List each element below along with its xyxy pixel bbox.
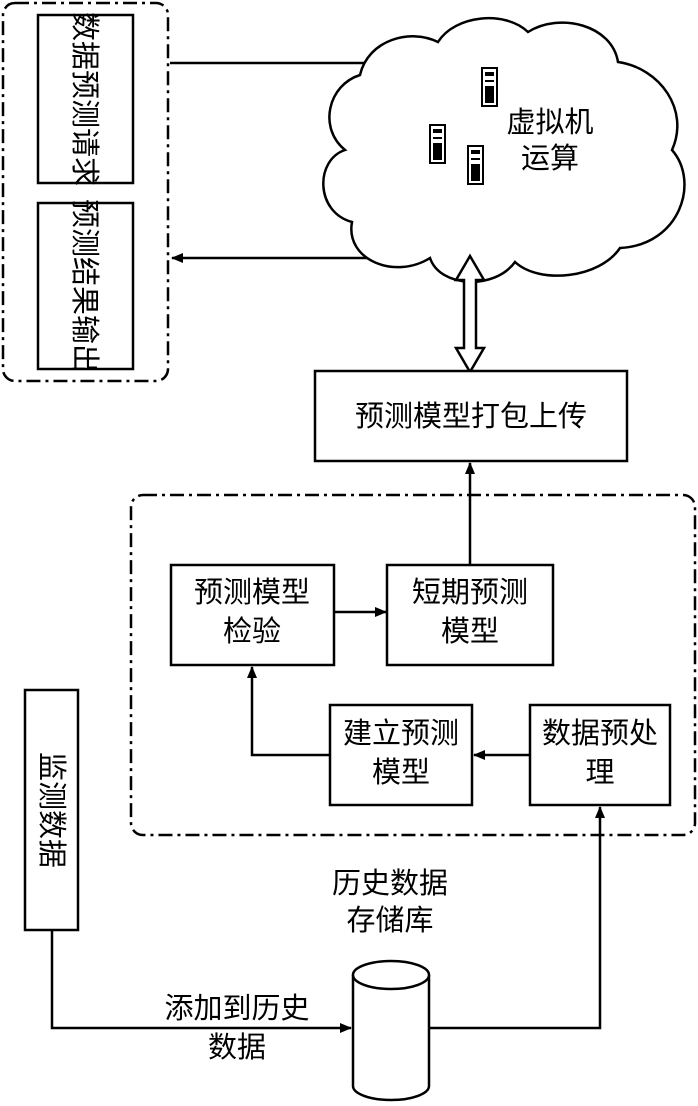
build-to-validation-arrow <box>247 666 330 757</box>
build-model-label-line1: 建立预测 <box>343 716 459 750</box>
database-label-line2: 存储库 <box>346 903 433 937</box>
server-icon <box>429 124 446 164</box>
data-preprocessing-box <box>528 703 672 807</box>
database-to-preprocessing-arrow <box>429 806 605 1030</box>
server-icon <box>467 145 484 185</box>
database-label-line1: 历史数据 <box>332 866 448 900</box>
build-model-box <box>328 703 474 807</box>
request-group-border <box>1 1 170 383</box>
model-validation-label-line2: 检验 <box>223 614 281 648</box>
prediction-request-label: 数据预测请求 <box>68 12 102 186</box>
short-term-model-box <box>385 563 555 667</box>
monitor-to-database-arrow <box>50 930 352 1033</box>
data-preprocessing-label-line2: 理 <box>585 755 614 789</box>
monitor-data-label: 监测数据 <box>35 752 69 868</box>
monitor-data-box <box>23 688 80 932</box>
model-upload-label: 预测模型打包上传 <box>355 399 587 433</box>
bidirectional-arrow <box>453 253 487 375</box>
build-model-label-line2: 模型 <box>372 755 430 789</box>
cloud-label-line1: 虚拟机 <box>506 105 593 139</box>
model-upload-box <box>313 369 629 463</box>
add-history-label-line1: 添加到历史 <box>164 991 309 1025</box>
prediction-request-box <box>36 13 135 185</box>
model-validation-label-line1: 预测模型 <box>194 575 310 609</box>
prediction-output-label: 预测结果输出 <box>68 199 102 373</box>
short-term-model-label-line1: 短期预测 <box>412 575 528 609</box>
add-history-label-line2: 数据 <box>208 1030 266 1064</box>
data-preprocessing-label-line1: 数据预处 <box>542 716 658 750</box>
model-validation-box <box>169 563 336 667</box>
model-group-border <box>129 493 697 837</box>
cloud-label-line2: 运算 <box>521 141 579 175</box>
database-cylinder <box>351 959 431 1102</box>
prediction-output-box <box>36 201 135 371</box>
add-label-background <box>158 992 318 1022</box>
server-icon <box>481 67 498 107</box>
cloud-shape <box>322 17 686 283</box>
short-term-model-label-line2: 模型 <box>441 614 499 648</box>
